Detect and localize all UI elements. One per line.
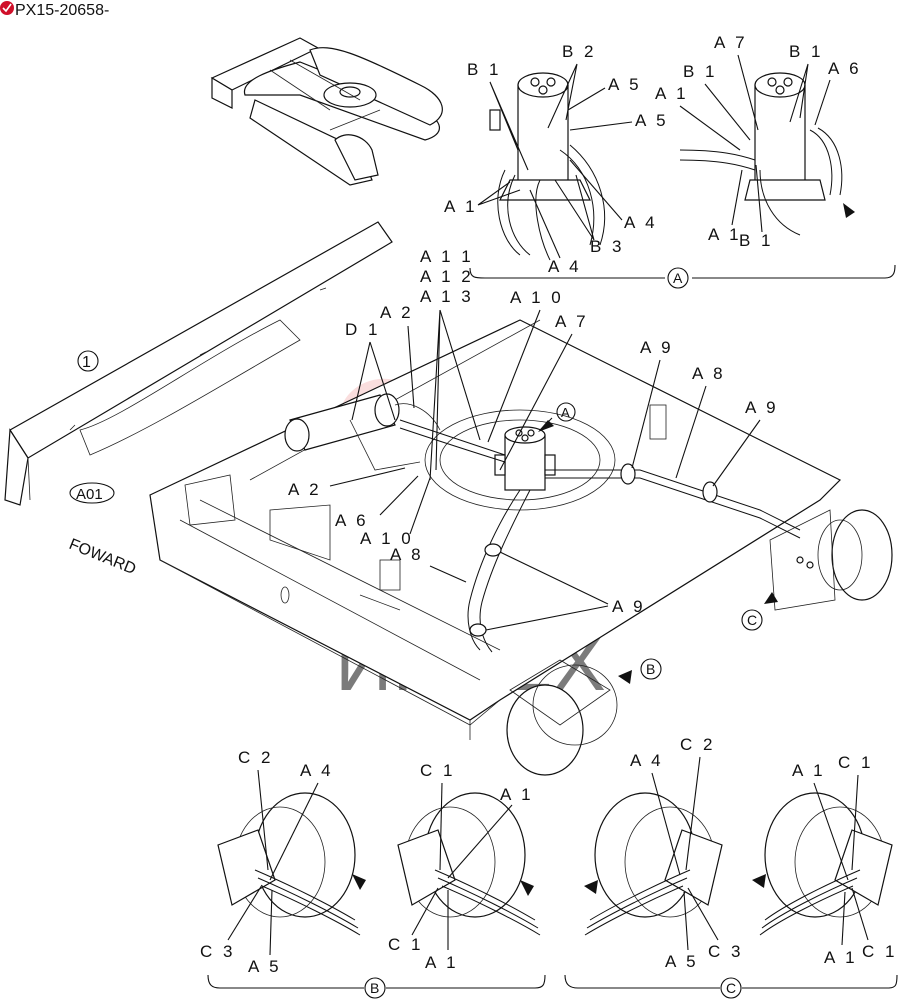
callout-b2: B 2 bbox=[562, 42, 597, 61]
detail-a-mark: A bbox=[673, 270, 683, 286]
callout-c-a5: A 5 bbox=[665, 952, 699, 971]
callout-a9-bottom: A 9 bbox=[612, 597, 646, 616]
callout-a5-2: A 5 bbox=[635, 111, 669, 130]
arrow-icon bbox=[843, 203, 855, 218]
callout-a1: A 1 bbox=[444, 197, 478, 216]
callout-a12: A 1 2 bbox=[420, 267, 474, 286]
detail-c: A 4 C 2 A 5 C 3 A 1 C 1 A 1 C 1 C bbox=[564, 735, 898, 999]
arrow-icon bbox=[520, 880, 534, 896]
callout-c-c3: C 3 bbox=[708, 942, 743, 961]
callout-b1-left: B 1 bbox=[683, 62, 718, 81]
callout-a6-detail: A 6 bbox=[828, 59, 862, 78]
arrow-icon bbox=[352, 874, 366, 890]
detail-a-left-swivel bbox=[489, 72, 606, 261]
callout-a5-1: A 5 bbox=[608, 75, 642, 94]
arrow-b-icon bbox=[618, 670, 632, 684]
callout-c-a1-bottom: A 1 bbox=[824, 948, 858, 967]
callout-c-c1-bottom: C 1 bbox=[862, 942, 897, 961]
callout-a7-detail: A 7 bbox=[714, 33, 748, 52]
part-code: PX15-20658- bbox=[15, 2, 109, 19]
callout-b-a1-bottom: A 1 bbox=[425, 953, 459, 972]
callout-a1-bottom: A 1 bbox=[708, 225, 742, 244]
header-badge-icon bbox=[0, 1, 14, 15]
callout-c-c1-top: C 1 bbox=[838, 753, 873, 772]
callout-b1: B 1 bbox=[467, 60, 502, 79]
callout-c-a1-top: A 1 bbox=[792, 761, 826, 780]
callout-b3: B 3 bbox=[590, 237, 625, 256]
callout-a1-detail: A 1 bbox=[655, 84, 689, 103]
callout-a2-mid: A 2 bbox=[288, 480, 322, 499]
view-markers: A B C bbox=[538, 402, 778, 684]
overview-thumbnail bbox=[210, 37, 443, 186]
detail-c-mark: C bbox=[726, 980, 736, 996]
arrow-icon bbox=[752, 874, 766, 888]
hose-clamp bbox=[484, 543, 502, 557]
callout-a4-r: A 4 bbox=[624, 213, 658, 232]
callout-a10-mid: A 1 0 bbox=[360, 529, 414, 548]
travel-motor-right bbox=[769, 509, 893, 611]
callout-a13: A 1 3 bbox=[420, 287, 474, 306]
title-id-oval bbox=[69, 482, 115, 504]
callout-a6: A 6 bbox=[335, 511, 369, 530]
detail-a-right-swivel bbox=[679, 72, 855, 236]
main-assembly bbox=[4, 221, 893, 776]
detail-b-right-motor bbox=[397, 792, 541, 936]
detail-a: B 1 B 2 A 5 A 5 A 1 A 4 B 3 A 4 A 7 B 1 … bbox=[444, 33, 896, 289]
detail-b-left-motor bbox=[217, 792, 366, 936]
header: PX15-20658- bbox=[0, 1, 109, 19]
callout-c-c2: C 2 bbox=[680, 735, 715, 754]
item-number: 1 bbox=[82, 354, 91, 371]
hose-clamp bbox=[469, 623, 487, 637]
view-marker-a: A bbox=[561, 405, 570, 420]
arrow-icon bbox=[584, 880, 598, 894]
callout-b1-bottom: B 1 bbox=[739, 231, 774, 250]
view-marker-b: B bbox=[646, 661, 655, 677]
callout-a9-right: A 9 bbox=[745, 398, 779, 417]
callout-d1: D 1 bbox=[345, 320, 380, 339]
direction-label: FOWARD bbox=[67, 536, 139, 578]
callout-b-a1-top: A 1 bbox=[500, 785, 534, 804]
callout-a2-top: A 2 bbox=[380, 303, 414, 322]
hose-clamp bbox=[702, 481, 718, 503]
detail-c-left-motor bbox=[584, 792, 723, 936]
blade-cylinder bbox=[284, 393, 441, 471]
callout-a7: A 7 bbox=[555, 312, 589, 331]
title-id: A01 bbox=[76, 486, 103, 503]
detail-b-mark: B bbox=[370, 980, 379, 996]
callout-a8-right: A 8 bbox=[692, 364, 726, 383]
callout-b1-top: B 1 bbox=[789, 42, 824, 61]
detail-b: C 2 A 4 C 3 A 5 C 1 A 1 C 1 A 1 B bbox=[200, 748, 546, 999]
callout-a8-mid: A 8 bbox=[390, 545, 424, 564]
callout-b-c1-bottom: C 1 bbox=[388, 935, 423, 954]
callout-b-a5: A 5 bbox=[248, 957, 282, 976]
callout-a4-b: A 4 bbox=[548, 257, 582, 276]
view-marker-c: C bbox=[747, 612, 757, 628]
callout-c-a4: A 4 bbox=[630, 751, 664, 770]
callout-a11: A 1 1 bbox=[420, 247, 474, 266]
arrow-c-icon bbox=[764, 592, 778, 604]
item-number-circle bbox=[77, 350, 99, 372]
callout-a10-top: A 1 0 bbox=[510, 288, 564, 307]
detail-c-right-motor bbox=[752, 792, 893, 936]
hose-clamp bbox=[620, 463, 636, 485]
track-frame bbox=[149, 319, 842, 721]
callout-a9-left: A 9 bbox=[640, 338, 674, 357]
main-callouts: D 1 A 2 A 1 1 A 1 2 A 1 3 A 1 0 A 7 A 9 … bbox=[288, 247, 779, 631]
callout-b-a4: A 4 bbox=[300, 761, 334, 780]
callout-b-c1-top: C 1 bbox=[420, 761, 455, 780]
callout-b-c3: C 3 bbox=[200, 942, 235, 961]
callout-b-c2: C 2 bbox=[238, 748, 273, 767]
arrow-a-icon bbox=[538, 420, 554, 432]
travel-motor-bottom bbox=[506, 659, 618, 776]
